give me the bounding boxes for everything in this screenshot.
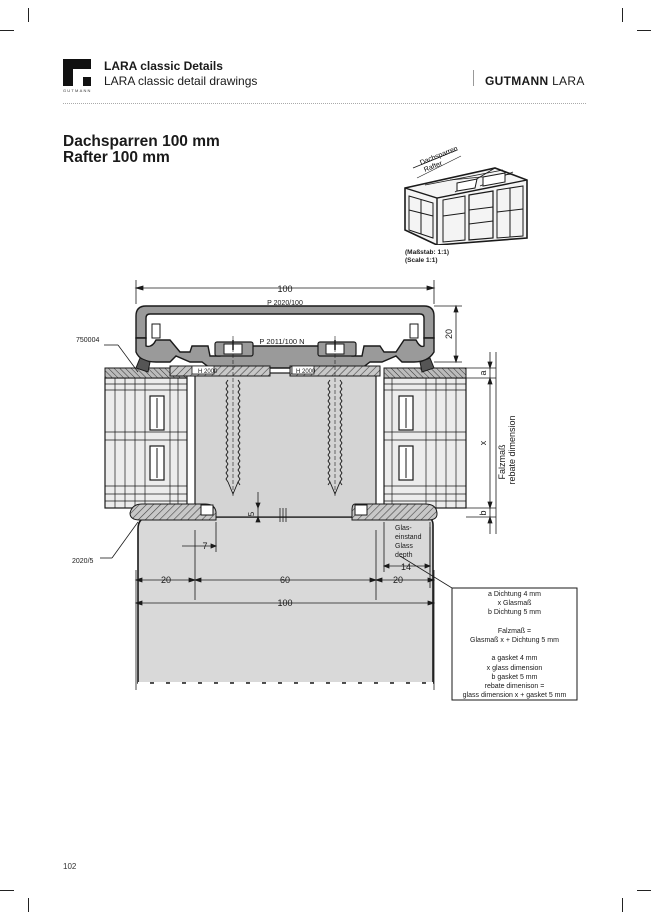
crop-mark [0,30,14,31]
brand-bold: GUTMANN [485,74,549,88]
dimension-notes: a Dichtung 4 mm x Glasmaß b Dichtung 5 m… [452,590,577,700]
rebate-label-en: rebate dimension [507,415,517,484]
gutmann-logo [63,59,91,86]
dim-20-left: 20 [161,575,171,585]
notes-box [451,587,578,701]
dim-60: 60 [280,575,290,585]
crop-mark [622,8,623,22]
brand-name: GUTMANN LARA [485,74,585,88]
brand-light: LARA [548,74,585,88]
dim-b: b [478,510,488,515]
conservatory-thumbnail: Dachsparren Rafter [404,145,528,245]
glass-depth-de-2: einstand [395,534,422,541]
glass-depth-en-2: depth [395,552,413,559]
cap-profile-p2020 [135,305,435,373]
left-glass-pane [104,367,188,518]
dim-x: x [478,440,488,445]
dim-7: 7 [202,541,207,551]
page-number: 102 [63,862,77,871]
dim-bottom-100: 100 [277,598,292,608]
note-line: rebate dimenison = [484,683,545,690]
crop-mark [0,890,14,891]
rafter-section-drawing: 100 P 2020/100 P 2011/100 N 750004 H 200… [72,280,578,701]
header-rule [63,103,586,104]
header-subtitle: LARA classic detail drawings [104,74,258,88]
label-p2020: P 2020/100 [267,300,303,307]
note-line: x Glasmaß [497,600,532,608]
right-glass-pane [383,367,467,518]
page-title-en: Rafter 100 mm [63,149,170,166]
dim-a: a [478,370,488,375]
label-2020-5: 2020/5 [72,558,94,565]
note-line [452,618,577,627]
label-p2011: P 2011/100 N [259,337,304,346]
note-line [452,645,577,654]
header-title: LARA classic Details [104,59,223,73]
note-line: b gasket 5 mm [491,673,538,681]
note-line: glass dimension x + gasket 5 mm [462,692,567,700]
dim-5: 5 [247,511,256,516]
glass-depth-de-1: Glas- [395,525,412,532]
crop-mark [637,890,651,891]
label-h2000-right: H 2000 [296,369,316,375]
note-line: x glass dimension [486,664,543,672]
scale-note: (Maßstab: 1:1) (Scale 1:1) [405,249,449,265]
crop-mark [28,898,29,912]
note-line: Falzmaß = [497,627,532,635]
crop-mark [28,8,29,22]
note-line: a Dichtung 4 mm [488,591,541,598]
dimension-lines [100,280,497,690]
scale-en: (Scale 1:1) [405,257,438,264]
note-line: b Dichtung 5 mm [488,609,541,617]
dim-14: 14 [401,562,411,572]
rebate-label-de: Falzmaß [497,444,507,480]
inner-core [194,372,377,518]
label-h2000-left: H 2000 [198,369,218,375]
core-mark [279,508,287,522]
crop-mark [637,30,651,31]
screws [223,336,345,496]
logo-wordmark: GUTMANN [63,88,92,93]
note-line: a gasket 4 mm [491,655,538,663]
header-divider [473,70,474,86]
label-750004: 750004 [76,337,99,344]
bottom-gaskets [129,503,438,521]
dim-top-100: 100 [277,284,292,294]
dim-20-mid: 20 [393,575,403,585]
dim-right-20: 20 [444,329,454,339]
note-line: Glasmaß x + Dichtung 5 mm [470,637,559,644]
page-title-de: Dachsparren 100 mm [63,133,220,150]
crop-mark [622,898,623,912]
scale-de: (Maßstab: 1:1) [405,249,450,256]
glass-depth-en-1: Glass [395,543,413,550]
